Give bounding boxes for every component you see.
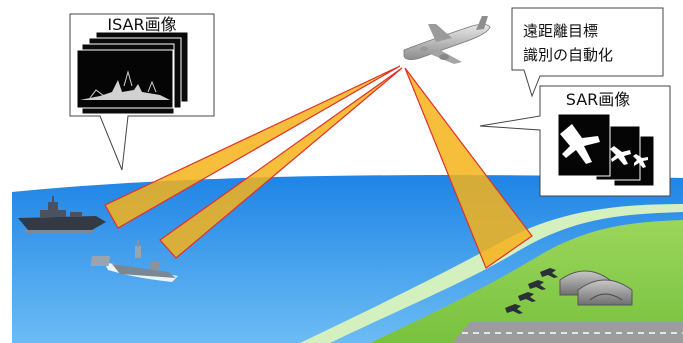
sar-callout-title: SAR画像 (566, 90, 631, 109)
isar-callout-title: ISAR画像 (107, 15, 176, 34)
isar-image-stack (77, 32, 188, 114)
aircraft-icon (404, 16, 490, 64)
isar-callout: ISAR画像 (70, 14, 214, 170)
goal-line-2: 識別の自動化 (523, 46, 613, 64)
goal-callout: 遠距離目標 識別の自動化 (512, 8, 663, 96)
goal-line-1: 遠距離目標 (523, 22, 598, 40)
